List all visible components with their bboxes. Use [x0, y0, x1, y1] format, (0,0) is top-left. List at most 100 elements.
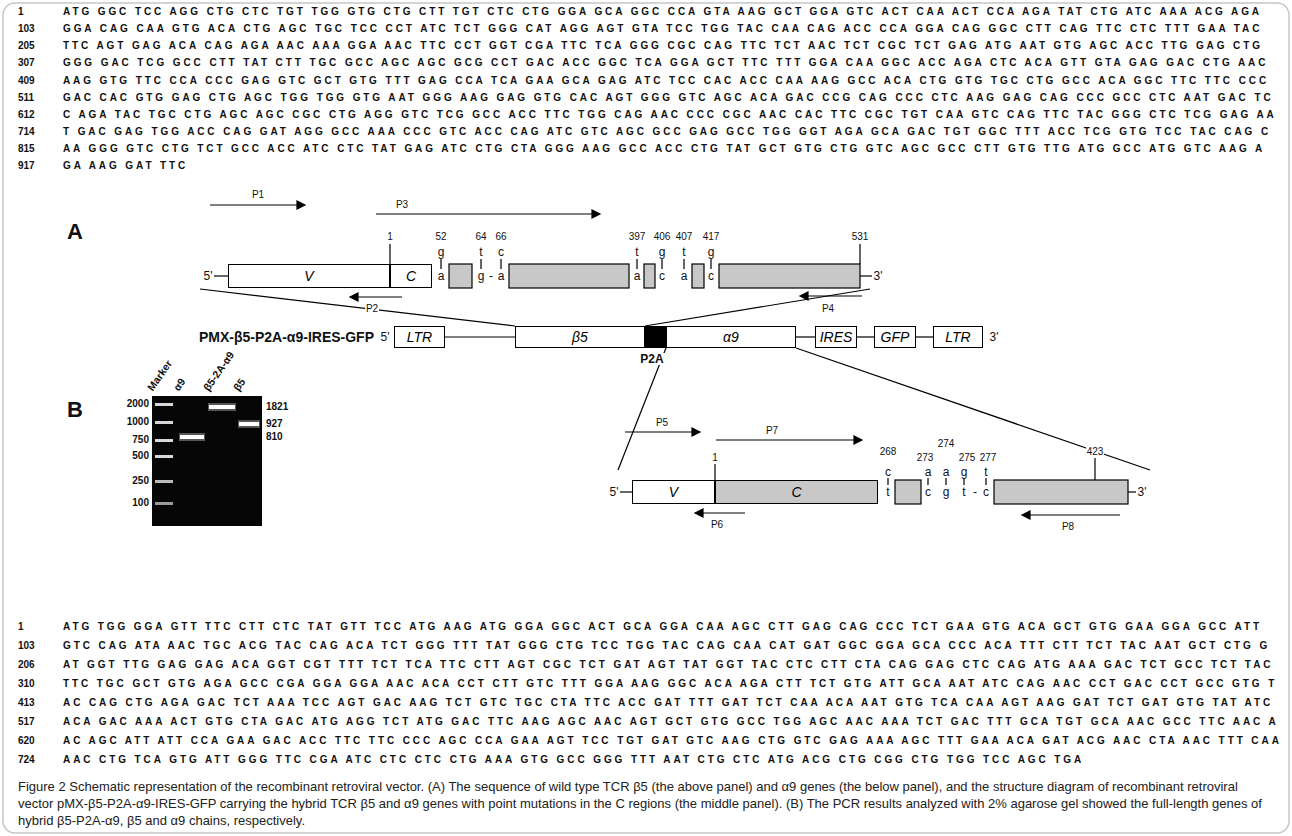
ladder-band [155, 439, 173, 442]
base-letter: c [885, 466, 891, 478]
position-tick [859, 244, 860, 264]
mutation-tick [985, 478, 986, 485]
sample-band [180, 435, 204, 439]
mutation-tick [480, 259, 481, 269]
line-number: 714 [18, 127, 35, 137]
line-number: 103 [18, 24, 35, 34]
size-marker: 500 [132, 451, 149, 461]
arrowhead [297, 201, 305, 209]
line-number: 724 [18, 755, 35, 765]
p2a-label: P2A [639, 353, 664, 365]
sample-band [209, 405, 235, 409]
base-letter: a [925, 466, 932, 478]
gene-segment-box: α9 [666, 326, 796, 348]
position-number: 277 [979, 453, 998, 463]
exon-segment [644, 264, 655, 288]
connector-line [445, 336, 515, 337]
segment-label: GFP [881, 330, 910, 344]
primer-arrow [625, 431, 694, 432]
exon-segment [994, 480, 1128, 504]
position-number: 274 [937, 439, 956, 449]
sequence-line: AT GGT TTG GAG GAG ACA GGT CGT TTT TCT T… [63, 660, 1273, 670]
gene-segment-box: β5 [515, 326, 645, 348]
arrowhead [350, 293, 358, 301]
base-letter: t [984, 466, 987, 478]
arrowhead [695, 509, 703, 517]
ladder-band [155, 502, 173, 505]
figure-frame [3, 3, 1289, 833]
sequence-line: GGA CAG CAA GTG ACA CTG AGC TGC TCC CCT … [63, 24, 1262, 34]
base-letter: t [479, 246, 482, 258]
line-number: 310 [18, 679, 35, 689]
figure-caption: Figure 2 Schematic representation of the… [18, 778, 1274, 829]
position-tick [714, 464, 715, 480]
base-letter: 5' [204, 270, 213, 282]
primer-label: P3 [395, 200, 409, 210]
sequence-line: GA AAG GAT TTC [63, 161, 188, 171]
line-number: 620 [18, 736, 35, 746]
sequence-line: GGG GAC TCG GCC CTT TAT CTT TGC GCC AGC … [63, 58, 1268, 68]
backbone-connector [445, 337, 515, 338]
size-marker: 1821 [266, 402, 288, 412]
segment-label: β5 [572, 330, 588, 344]
gene-segment-box: IRES [815, 326, 857, 348]
band-glow [179, 433, 205, 441]
zoom-line [796, 348, 1150, 470]
backbone-connector [796, 337, 815, 338]
primer-arrow [210, 204, 299, 205]
primer-label: P7 [765, 426, 779, 436]
position-number: 275 [958, 453, 977, 463]
line-number: 103 [18, 641, 35, 651]
position-number: 66 [494, 232, 507, 242]
base-letter: a [634, 270, 641, 282]
gene-segment-box: V [632, 480, 715, 504]
gene-segment-box: C [390, 264, 432, 288]
sequence-line: AAG GTG TTC CCA CCC GAG GTC GCT GTG TTT … [63, 76, 1269, 86]
segment-label: IRES [820, 330, 853, 344]
primer-label: P8 [1061, 522, 1075, 532]
mutation-tick [500, 259, 501, 269]
base-letter: c [659, 270, 665, 282]
backbone-connector [916, 337, 933, 338]
sequence-line: C AGA TAC TGC CTG AGC AGC CGC CTG AGG GT… [63, 110, 1277, 120]
primer-arrow [1028, 514, 1120, 515]
primer-label: P2 [365, 304, 379, 314]
size-marker: 2000 [127, 399, 149, 409]
base-letter: a [681, 270, 688, 282]
mutation-tick [661, 259, 662, 269]
sequence-line: ATG GGC TCC AGG CTG CTC TGT TGG GTG CTG … [63, 7, 1262, 17]
position-number: 417 [702, 232, 721, 242]
mutation-tick [440, 259, 441, 269]
position-tick [389, 244, 390, 264]
gene-segment-box: V [228, 264, 390, 288]
sequence-line: TTC TGC GCT GTG AGA GCC CGA GGA GGA AAC … [63, 679, 1277, 689]
line-number: 815 [18, 144, 35, 154]
connector-line [796, 336, 815, 337]
exon-segment [719, 264, 860, 288]
primer-arrow [376, 213, 594, 214]
segment-label: V [669, 485, 678, 499]
mutation-tick [927, 478, 928, 485]
segment-label: LTR [945, 330, 970, 344]
gene-segment-box: LTR [394, 326, 445, 348]
sequence-line: T GAC GAG TGG ACC CAG GAT AGG GCC AAA CC… [63, 127, 1271, 137]
backbone [1128, 491, 1136, 492]
sequence-line: AA GGG GTC CTG TCT GCC ACC ATC CTC TAT G… [63, 144, 1265, 154]
position-number: 268 [879, 447, 898, 457]
sequence-line: GAC CAC GTG GAG CTG AGC TGG TGG GTG AAT … [63, 93, 1274, 103]
exon-segment [692, 264, 704, 288]
backbone-connector [857, 337, 874, 338]
base-letter: t [682, 246, 685, 258]
base-letter: c [708, 270, 714, 282]
position-number: 423 [1086, 447, 1105, 457]
zoom-line [645, 289, 870, 326]
size-marker: 750 [132, 435, 149, 445]
line-number: 511 [18, 93, 34, 103]
line-number: 517 [18, 717, 35, 727]
backbone [860, 275, 872, 276]
primer-arrow [356, 296, 402, 297]
base-letter: g [438, 246, 445, 258]
segment-label: C [406, 269, 416, 283]
position-number: 1 [711, 453, 719, 463]
size-marker: 100 [132, 498, 149, 508]
